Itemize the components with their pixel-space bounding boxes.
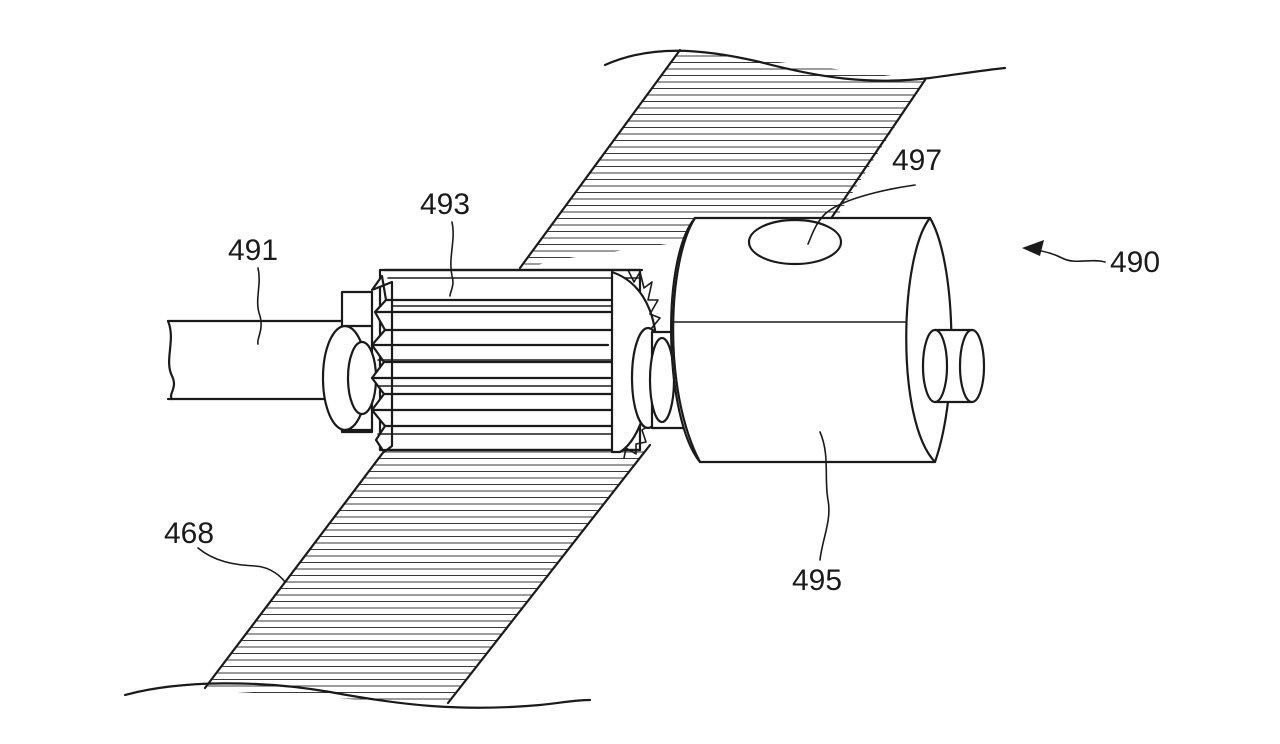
- arrowhead-490: [1022, 240, 1044, 256]
- leader-490: [1029, 249, 1106, 263]
- label-493: 493: [420, 188, 470, 221]
- housing-495: [670, 216, 986, 464]
- hole-497: [747, 218, 843, 266]
- label-491: 491: [228, 234, 278, 267]
- label-495: 495: [792, 564, 842, 597]
- label-497: 497: [892, 144, 942, 177]
- shaft-491: [166, 319, 348, 401]
- belt-lower-section: [123, 443, 652, 709]
- leader-497: [807, 184, 916, 245]
- leader-495: [819, 431, 830, 561]
- leader-lines: [197, 184, 1106, 583]
- left-flange: [321, 290, 378, 434]
- leader-468: [197, 547, 286, 583]
- leader-491: [256, 267, 262, 345]
- label-490: 490: [1110, 246, 1160, 279]
- gear-493: [370, 268, 661, 459]
- label-468: 468: [164, 517, 214, 550]
- gear-teeth: [370, 268, 644, 452]
- belt-lower-hatching: [205, 451, 650, 700]
- reference-labels: 491 493 497 490 495 468: [164, 144, 1160, 597]
- end-stub: [921, 328, 986, 404]
- leader-493: [449, 221, 454, 297]
